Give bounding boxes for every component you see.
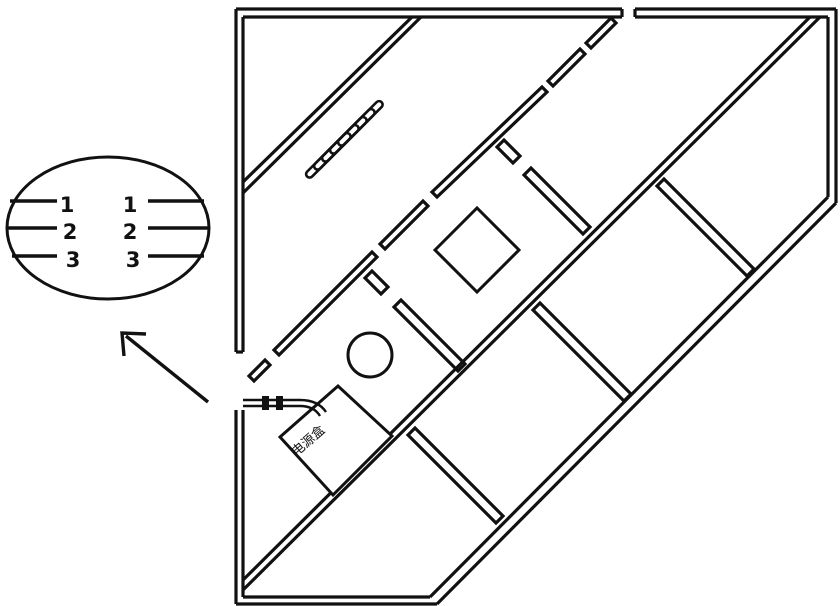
top-wall-right: [633, 7, 836, 19]
cable-connector-left: [262, 396, 269, 410]
right-number-2: 2: [123, 220, 138, 244]
left-terminal-leads: [7, 199, 57, 258]
upper-left-diagonal-wall: [241, 15, 423, 195]
right-terminal-leads: [148, 199, 209, 258]
power-box: 电源盒: [277, 383, 395, 498]
left-wall-upper: [234, 9, 245, 354]
partition-g: [405, 425, 506, 526]
partition-c: [362, 268, 391, 297]
round-fixture: [346, 331, 394, 379]
inner-diagonal-walls: [241, 15, 822, 592]
right-number-3: 3: [126, 248, 141, 272]
partition-f: [530, 300, 634, 404]
right-wall: [826, 9, 838, 203]
outer-frame: [234, 7, 838, 606]
right-number-1: 1: [123, 193, 138, 217]
left-number-3: 3: [66, 248, 81, 272]
dashed-diagonal-wall: [246, 15, 619, 384]
power-cable: [243, 396, 327, 417]
vent-grille-icon: [304, 99, 384, 179]
terminal-inset: 1 2 3 1 2 3: [5, 155, 211, 301]
bottom-wall: [236, 595, 437, 606]
left-wall-lower: [234, 410, 245, 604]
partition-b: [521, 165, 593, 237]
cable-connector-right: [276, 396, 283, 410]
arrow-icon: [120, 331, 210, 404]
partition-walls: [362, 137, 757, 526]
partition-d: [391, 297, 468, 374]
left-number-2: 2: [63, 220, 78, 244]
left-number-1: 1: [60, 193, 75, 217]
partition-a: [494, 137, 523, 166]
square-fixture: [432, 205, 522, 295]
top-wall-left: [236, 7, 624, 19]
partition-e: [654, 176, 757, 279]
